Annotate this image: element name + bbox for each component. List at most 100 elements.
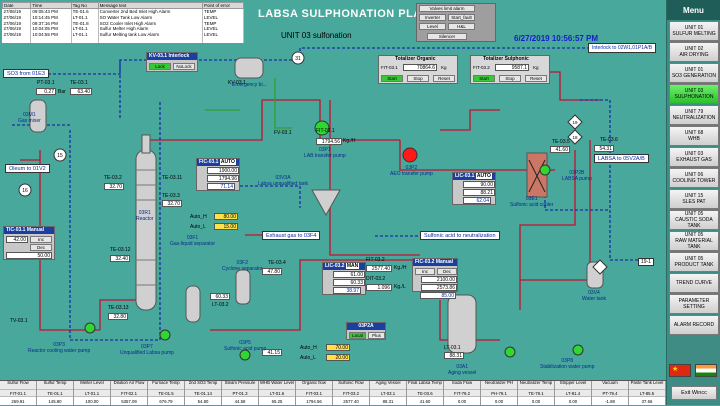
- emergency-label: Emergency bi...: [232, 82, 267, 88]
- totalizer-sulphonic-unit: Kg: [533, 65, 539, 70]
- tic031-sv[interactable]: 42.00: [6, 236, 28, 243]
- alarm-col-message: Message text: [97, 1, 203, 10]
- tic031-inc-button[interactable]: Inc: [30, 236, 52, 243]
- totalizer-sulphonic-stop[interactable]: Stop: [499, 75, 521, 82]
- exit-wincc-button[interactable]: Exit Wincc: [671, 386, 717, 400]
- lic032-out[interactable]: 38.97: [333, 287, 361, 294]
- so3-from-tag[interactable]: SO3 from 01E3: [3, 69, 49, 78]
- lic032-controller[interactable]: LIC-03.2 MAN 61.00 60.33 38.97: [322, 262, 366, 295]
- valves-limit-alarm-button[interactable]: Valves limit alarm: [419, 5, 475, 12]
- totalizer-sulphonic-start[interactable]: Start: [473, 75, 495, 82]
- te0313-label: TE-03.13: [108, 305, 129, 311]
- totalizer-sulphonic-reset[interactable]: Reset: [525, 75, 547, 82]
- alarm-cell: SO Water Tank Low Alarm: [98, 14, 203, 21]
- auto-l2-value[interactable]: 20.00: [326, 354, 350, 361]
- p03p2a-title: 03P2A: [347, 323, 385, 330]
- gas-mixer-vessel: [29, 99, 47, 133]
- menu-item[interactable]: ALARM RECORD: [669, 315, 719, 335]
- fic032-pv: 2573.86: [421, 284, 457, 291]
- gas-sep-label: 03F1 Gas-liquid separator: [170, 235, 216, 247]
- lic032-sv[interactable]: 61.00: [333, 271, 365, 278]
- menu-item[interactable]: UNIT 03 SULPHONATION: [669, 84, 719, 104]
- p03p2a-plus-button[interactable]: Plus: [368, 332, 385, 339]
- status-header: Soda Flow: [451, 381, 473, 385]
- status-value: 44.58: [222, 396, 258, 405]
- fic031-controller[interactable]: FIC-03.1 AUTO 1900.00 1794.96 71.14: [196, 158, 240, 191]
- auto-h2-value[interactable]: 70.00: [326, 344, 350, 351]
- status-tag: LT-81.4: [555, 389, 591, 396]
- stab-pump-label: 03P8 Stabilization water pump: [540, 358, 595, 370]
- p03p2a-local-button[interactable]: Local: [349, 332, 366, 339]
- status-value: 54.80: [185, 396, 221, 405]
- menu-item[interactable]: UNIT 06 COOLING TOWER: [669, 168, 719, 188]
- alarm-cell: 27/06/19: [2, 20, 32, 26]
- menu-item[interactable]: UNIT 02 AIR DRYING: [669, 42, 719, 62]
- fic032-dec-button[interactable]: Dec: [437, 268, 457, 275]
- lic031-controller[interactable]: LIC-03.1 AUTO 90.00 88.21 62.04: [452, 172, 496, 205]
- hl-indicator: H&L: [448, 23, 475, 30]
- fic032-controller[interactable]: FIC-03.2 Manual Inc Dec 2100.00 2573.86: [412, 258, 458, 292]
- menu-item[interactable]: UNIT 68 WHB: [669, 126, 719, 146]
- status-tag: TE-01.14: [185, 389, 221, 396]
- menu-item[interactable]: UNIT 15 SLES PAT: [669, 189, 719, 209]
- exhaust-gas-tag[interactable]: Exhaust gas to 03F4: [262, 231, 321, 240]
- auto-h1-value[interactable]: 80.00: [214, 213, 238, 220]
- alarm-cell: [30, 37, 72, 43]
- fic031-out[interactable]: 71.14: [207, 183, 235, 190]
- gas-mixer-label: 03M1 Gas mixer: [18, 112, 41, 124]
- kv-lock-button[interactable]: Lock: [149, 63, 171, 70]
- fic032-sv[interactable]: 2100.00: [421, 276, 457, 283]
- fit032-label: FIT-03.2: [366, 257, 385, 263]
- status-header: Aging Vessel: [375, 381, 401, 385]
- totalizer-organic-reset[interactable]: Reset: [433, 75, 455, 82]
- india-flag-icon[interactable]: [695, 364, 717, 377]
- alarm-cell: SO2 Cooler Inlet High Alarm: [98, 20, 203, 26]
- aging-vessel-label: 03A1 Aging vessel: [448, 364, 477, 376]
- inverter-indicator: Inverter: [419, 14, 446, 21]
- fic032-inc-button[interactable]: Inc: [415, 268, 435, 275]
- totalizer-organic-start[interactable]: Start: [381, 75, 403, 82]
- valves-limit-panel: Valves limit alarm Inverter Start_fault …: [416, 3, 496, 42]
- tic031-dec-button[interactable]: Dec: [30, 244, 52, 251]
- kv-nolock-button[interactable]: NoLock: [173, 63, 195, 70]
- menu-item[interactable]: UNIT 01 SULFUR MELTING: [669, 21, 719, 41]
- alarm-row[interactable]: [2, 37, 245, 43]
- tic031-controller[interactable]: TIC-03.1 Manual Inc Dec 42.00 50.00: [3, 226, 55, 260]
- fic031-sv[interactable]: 1900.00: [207, 167, 239, 174]
- menu-item[interactable]: UNIT 03 EXHAUST GAS: [669, 147, 719, 167]
- lic031-sv[interactable]: 90.00: [463, 181, 495, 188]
- menu-item[interactable]: UNIT 05 CAUSTIC SODA TANK: [669, 210, 719, 230]
- te031-value: 63.40: [70, 88, 92, 95]
- menu-item[interactable]: UNIT 01 SO3 GENERATION: [669, 63, 719, 83]
- alarm-message-table[interactable]: Date Time Tag No Message text Point of e…: [1, 1, 245, 43]
- status-value: 5357.09: [111, 396, 147, 405]
- auto-l1-value[interactable]: 15.00: [214, 223, 238, 230]
- oleum-to-tag[interactable]: Oleum to 01V2: [5, 164, 50, 173]
- menu-item[interactable]: UNIT 05 PRODUCT TANK: [669, 252, 719, 272]
- menu-item[interactable]: UNIT 79 NEUTRALIZATION: [669, 105, 719, 125]
- menu-item[interactable]: TREND CURVE: [669, 273, 719, 293]
- china-flag-icon[interactable]: [669, 364, 691, 377]
- te0313-value: 32.80: [108, 313, 128, 320]
- sulfonic-neutral-tag[interactable]: Sulfonic acid to neutralization: [420, 231, 500, 240]
- labsa-to-tag[interactable]: LABSA to 05V2A/B: [594, 154, 649, 163]
- interlock-tag[interactable]: Interlock to 02W1,01P1A/B: [588, 43, 657, 53]
- menu-item[interactable]: UNIT 05 RAW MATERIAL TANK: [669, 231, 719, 251]
- sulfonic-cooler-label: 03E1 Sulfonic acid cooler: [510, 196, 554, 208]
- menu-item[interactable]: PARAMETER SETTING: [669, 294, 719, 314]
- status-value: 88.31: [370, 396, 406, 405]
- lic031-out[interactable]: 62.04: [463, 197, 491, 204]
- status-header: Paste Tank Level: [630, 381, 664, 385]
- totalizer-organic-stop[interactable]: Stop: [407, 75, 429, 82]
- silencer-button[interactable]: Silencer: [427, 33, 467, 40]
- tv031-label: TV-03.1: [10, 318, 28, 324]
- status-value: 0.00: [555, 396, 591, 405]
